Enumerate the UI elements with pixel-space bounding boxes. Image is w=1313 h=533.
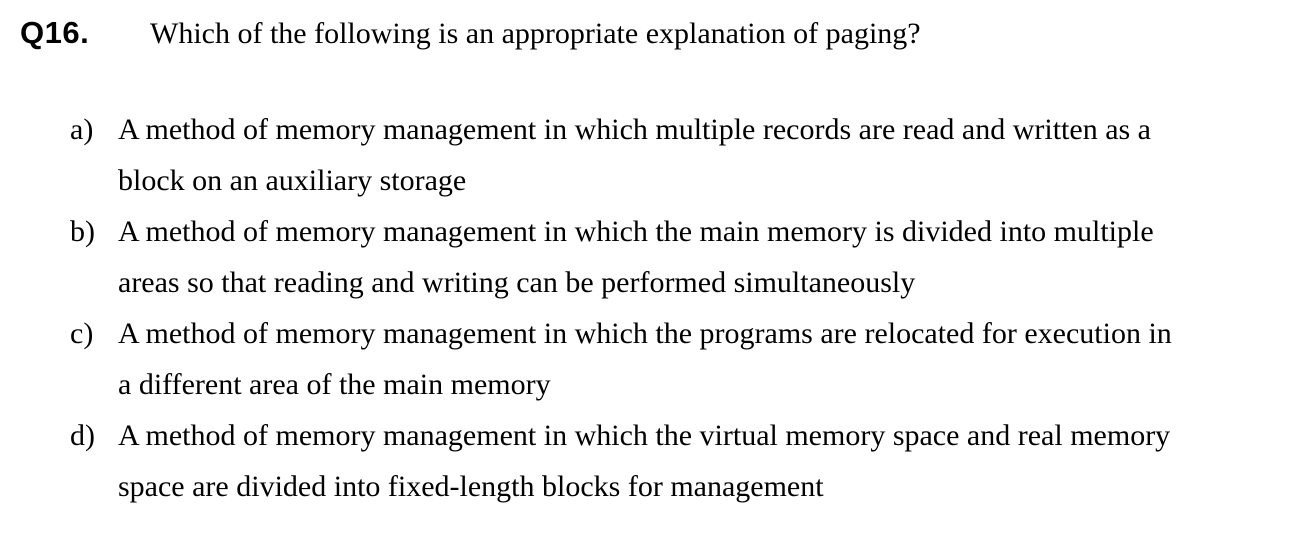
option-b-text: A method of memory management in which t… <box>118 206 1313 308</box>
option-b-line-2: areas so that reading and writing can be… <box>118 266 916 299</box>
options-list: a) A method of memory management in whic… <box>0 104 1313 512</box>
question-text: Which of the following is an appropriate… <box>150 17 921 50</box>
option-d: d) A method of memory management in whic… <box>0 410 1313 512</box>
question-number: Q16. <box>20 15 90 50</box>
option-b-line-1: A method of memory management in which t… <box>118 215 1154 248</box>
option-d-line-1: A method of memory management in which t… <box>118 419 1171 452</box>
option-c-line-1: A method of memory management in which t… <box>118 317 1172 350</box>
option-a-line-1: A method of memory management in which m… <box>118 113 1151 146</box>
option-c-label: c) <box>70 317 94 350</box>
option-a: a) A method of memory management in whic… <box>0 104 1313 206</box>
option-b-label: b) <box>70 215 95 248</box>
option-b: b) A method of memory management in whic… <box>0 206 1313 308</box>
option-a-line-2: block on an auxiliary storage <box>118 164 467 197</box>
option-c-line-2: a different area of the main memory <box>118 368 551 401</box>
option-a-text: A method of memory management in which m… <box>118 104 1313 206</box>
option-d-line-2: space are divided into fixed-length bloc… <box>118 470 824 503</box>
question-header: Q16. Which of the following is an approp… <box>20 11 1313 56</box>
option-c: c) A method of memory management in whic… <box>0 308 1313 410</box>
option-d-label: d) <box>70 419 95 452</box>
option-a-label: a) <box>70 113 94 146</box>
option-c-text: A method of memory management in which t… <box>118 308 1313 410</box>
option-d-text: A method of memory management in which t… <box>118 410 1313 512</box>
